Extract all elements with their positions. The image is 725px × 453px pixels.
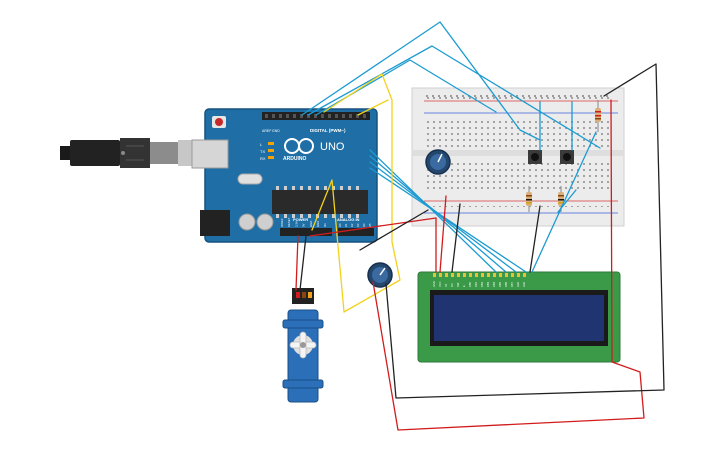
tx-label: TX <box>260 149 265 154</box>
analog-pin-label: A5 <box>368 223 372 227</box>
lcd-pin-label: DB2 <box>480 281 484 287</box>
lcd-pin-label: LED <box>516 282 520 287</box>
lcd-pin-label: DB1 <box>474 281 478 287</box>
gnd-label: GND <box>272 129 280 133</box>
resistor-1 <box>526 186 532 212</box>
power-pin-label: 5V <box>302 223 306 227</box>
resistor-3 <box>595 100 601 132</box>
analog-pin-label: A2 <box>350 223 354 227</box>
power-pin-label: IOREF <box>280 218 284 227</box>
push-button-1[interactable] <box>528 150 542 164</box>
uno-label: UNO <box>320 141 345 153</box>
usb-cable <box>60 138 208 168</box>
lcd-pin-label: VCC <box>438 281 442 287</box>
lcd-pin-label: GND <box>432 281 436 287</box>
lcd-pin-label: V0 <box>444 283 448 287</box>
aref-label: AREF <box>262 129 271 133</box>
power-pin-label: 3.3V <box>294 221 298 227</box>
lcd-screen <box>434 295 604 341</box>
potentiometer-1[interactable] <box>425 149 451 175</box>
lcd-pin-label: DB5 <box>498 281 502 287</box>
lcd-16x2 <box>417 271 621 363</box>
lcd-pin-label: DB7 <box>510 281 514 287</box>
digital-header-label: DIGITAL (PWM~) <box>310 128 346 133</box>
analog-header <box>338 228 374 236</box>
power-label: POWER <box>293 217 308 222</box>
potentiometer-2[interactable] <box>367 262 393 288</box>
wires <box>295 21 665 431</box>
l-led-label: L <box>260 142 263 147</box>
lcd-pin-label: RW <box>456 282 460 287</box>
breadboard-holes <box>425 95 611 210</box>
lcd-pin-label: DB6 <box>504 281 508 287</box>
analog-pin-label: A0 <box>338 223 342 227</box>
analog-in-label: ANALOG IN <box>337 217 360 222</box>
analog-pin-label: A3 <box>356 223 360 227</box>
power-pin-label: Vin <box>323 223 327 227</box>
power-pin-label: GND <box>309 221 313 227</box>
lcd-pin-label: LED <box>522 282 526 287</box>
lcd-pin-label: RS <box>450 283 454 287</box>
reset-button[interactable] <box>215 118 223 126</box>
lcd-pin-label: DB0 <box>468 281 472 287</box>
lcd-pin-label: DB4 <box>492 281 496 287</box>
power-header <box>280 228 332 236</box>
analog-pin-label: A1 <box>344 223 348 227</box>
power-pin-label: RESET <box>287 217 291 227</box>
resistor-2 <box>558 186 564 212</box>
analog-pin-label: A4 <box>362 223 366 227</box>
rx-label: RX <box>260 156 266 161</box>
arduino-logo: ARDUINO <box>283 138 314 162</box>
servo-motor <box>282 288 324 403</box>
lcd-pin-label: E <box>462 285 466 287</box>
push-button-2[interactable] <box>560 150 574 164</box>
arduino-uno-board: AREF GND DIGITAL (PWM~) TX RX L ARDUINO … <box>191 108 378 243</box>
lcd-pin-label: DB3 <box>486 281 490 287</box>
arduino-brand-text: ARDUINO <box>283 156 306 162</box>
power-pin-label: GND <box>316 221 320 227</box>
